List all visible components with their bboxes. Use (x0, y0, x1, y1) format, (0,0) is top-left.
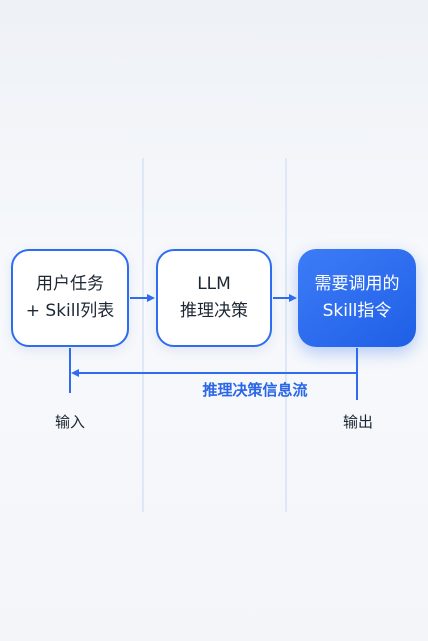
output-label: 输出 (342, 413, 373, 431)
input-label: 输入 (54, 413, 85, 431)
node-skill-instruction: 需要调用的 Skill指令 (298, 249, 416, 347)
node-llm-line2: 推理决策 (180, 301, 248, 321)
node-llm-decision: LLM 推理决策 (156, 249, 272, 347)
flow-label: 推理决策信息流 (202, 381, 308, 399)
node-user-task-line2: + Skill列表 (25, 301, 115, 321)
node-user-task: 用户任务 + Skill列表 (11, 249, 129, 347)
node-output-line2: Skill指令 (322, 301, 392, 321)
node-llm-line1: LLM (197, 274, 231, 294)
node-output-line1: 需要调用的 (314, 274, 400, 294)
node-user-task-line1: 用户任务 (36, 274, 104, 294)
